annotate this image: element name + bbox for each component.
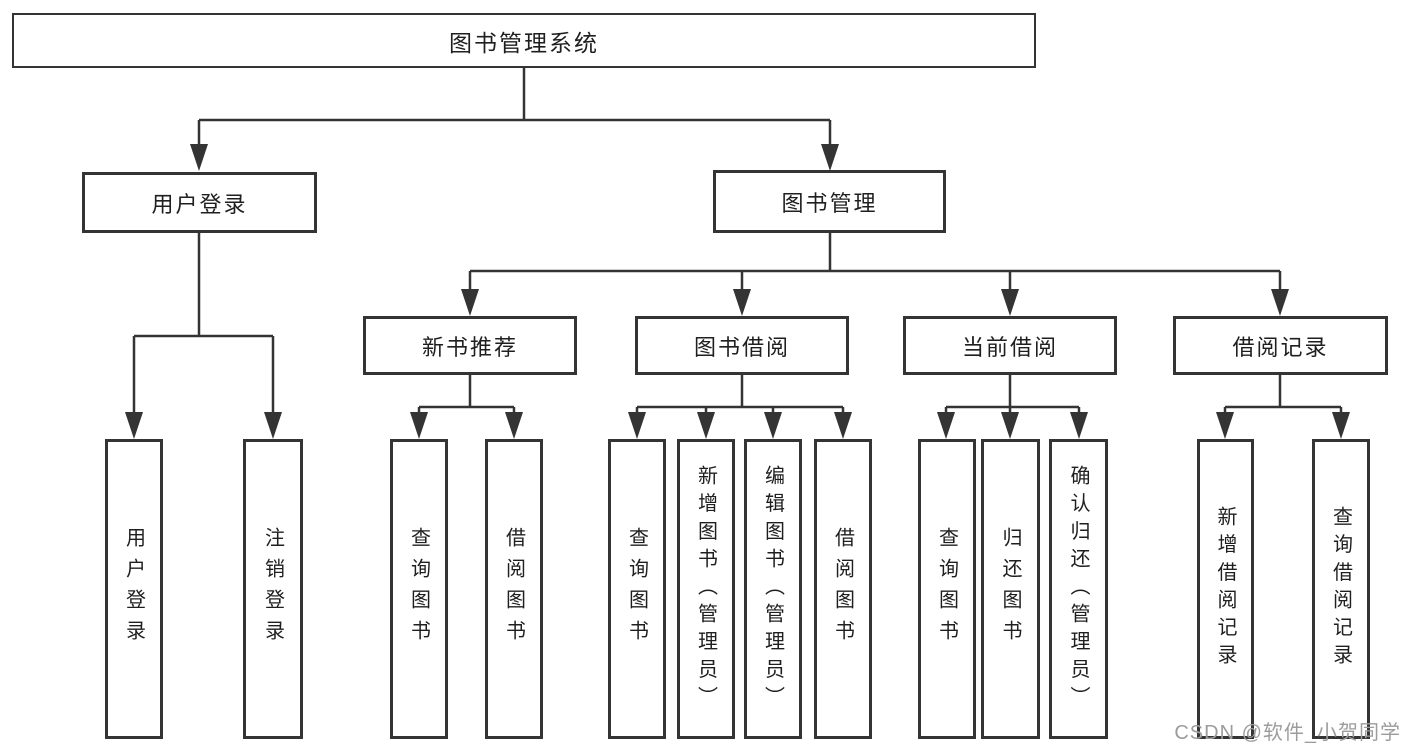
leaf-query-borrow-record-label: 查询借阅记录 <box>1329 506 1352 672</box>
node-book-management: 图书管理 <box>713 170 946 233</box>
arrowheads <box>125 144 1350 439</box>
leaf-add-book-admin-label: 新增图书（管理员） <box>694 464 717 714</box>
node-book-management-label: 图书管理 <box>781 190 878 216</box>
leaf-query-books-recommend: 查询图书 <box>390 439 448 739</box>
node-borrowing-records: 借阅记录 <box>1173 316 1388 375</box>
leaf-user-login: 用户登录 <box>105 439 163 739</box>
leaf-query-books-current-label: 查询图书 <box>935 527 958 651</box>
node-book-borrowing-label: 图书借阅 <box>693 334 790 360</box>
leaf-add-borrow-record: 新增借阅记录 <box>1197 439 1254 739</box>
connector-lines <box>132 66 1343 414</box>
leaf-logout: 注销登录 <box>243 439 303 739</box>
node-current-borrowing: 当前借阅 <box>903 316 1117 375</box>
leaf-borrow-books-borrowing-label: 借阅图书 <box>831 527 854 651</box>
leaf-query-borrow-record: 查询借阅记录 <box>1312 439 1370 739</box>
node-borrowing-records-label: 借阅记录 <box>1232 334 1329 360</box>
node-user-login-label: 用户登录 <box>151 191 248 217</box>
node-new-book-recommend-label: 新书推荐 <box>421 334 518 360</box>
node-root: 图书管理系统 <box>12 13 1036 68</box>
node-book-borrowing: 图书借阅 <box>635 316 849 375</box>
leaf-confirm-return-admin-label: 确认归还（管理员） <box>1067 464 1089 714</box>
leaf-borrow-books-recommend: 借阅图书 <box>485 439 543 739</box>
leaf-borrow-books-borrowing: 借阅图书 <box>814 439 872 739</box>
leaf-query-books-borrowing-label: 查询图书 <box>625 527 648 651</box>
leaf-user-login-label: 用户登录 <box>122 527 145 651</box>
leaf-return-book-label: 归还图书 <box>999 527 1021 651</box>
leaf-return-book: 归还图书 <box>981 439 1040 739</box>
leaf-confirm-return-admin: 确认归还（管理员） <box>1049 439 1108 739</box>
leaf-edit-book-admin: 编辑图书（管理员） <box>744 439 802 739</box>
leaf-query-books-borrowing: 查询图书 <box>608 439 666 739</box>
leaf-edit-book-admin-label: 编辑图书（管理员） <box>761 464 784 714</box>
leaf-query-books-current: 查询图书 <box>918 439 976 739</box>
leaf-add-book-admin: 新增图书（管理员） <box>677 439 735 739</box>
node-user-login: 用户登录 <box>82 172 317 233</box>
leaf-logout-label: 注销登录 <box>261 527 284 651</box>
leaf-query-books-recommend-label: 查询图书 <box>407 527 430 651</box>
leaf-add-borrow-record-label: 新增借阅记录 <box>1214 506 1236 672</box>
node-root-label: 图书管理系统 <box>449 29 599 56</box>
csdn-watermark: CSDN @软件_小贺同学 <box>1174 722 1401 744</box>
node-current-borrowing-label: 当前借阅 <box>961 334 1058 360</box>
node-new-book-recommend: 新书推荐 <box>363 316 577 375</box>
leaf-borrow-books-recommend-label: 借阅图书 <box>502 527 525 651</box>
